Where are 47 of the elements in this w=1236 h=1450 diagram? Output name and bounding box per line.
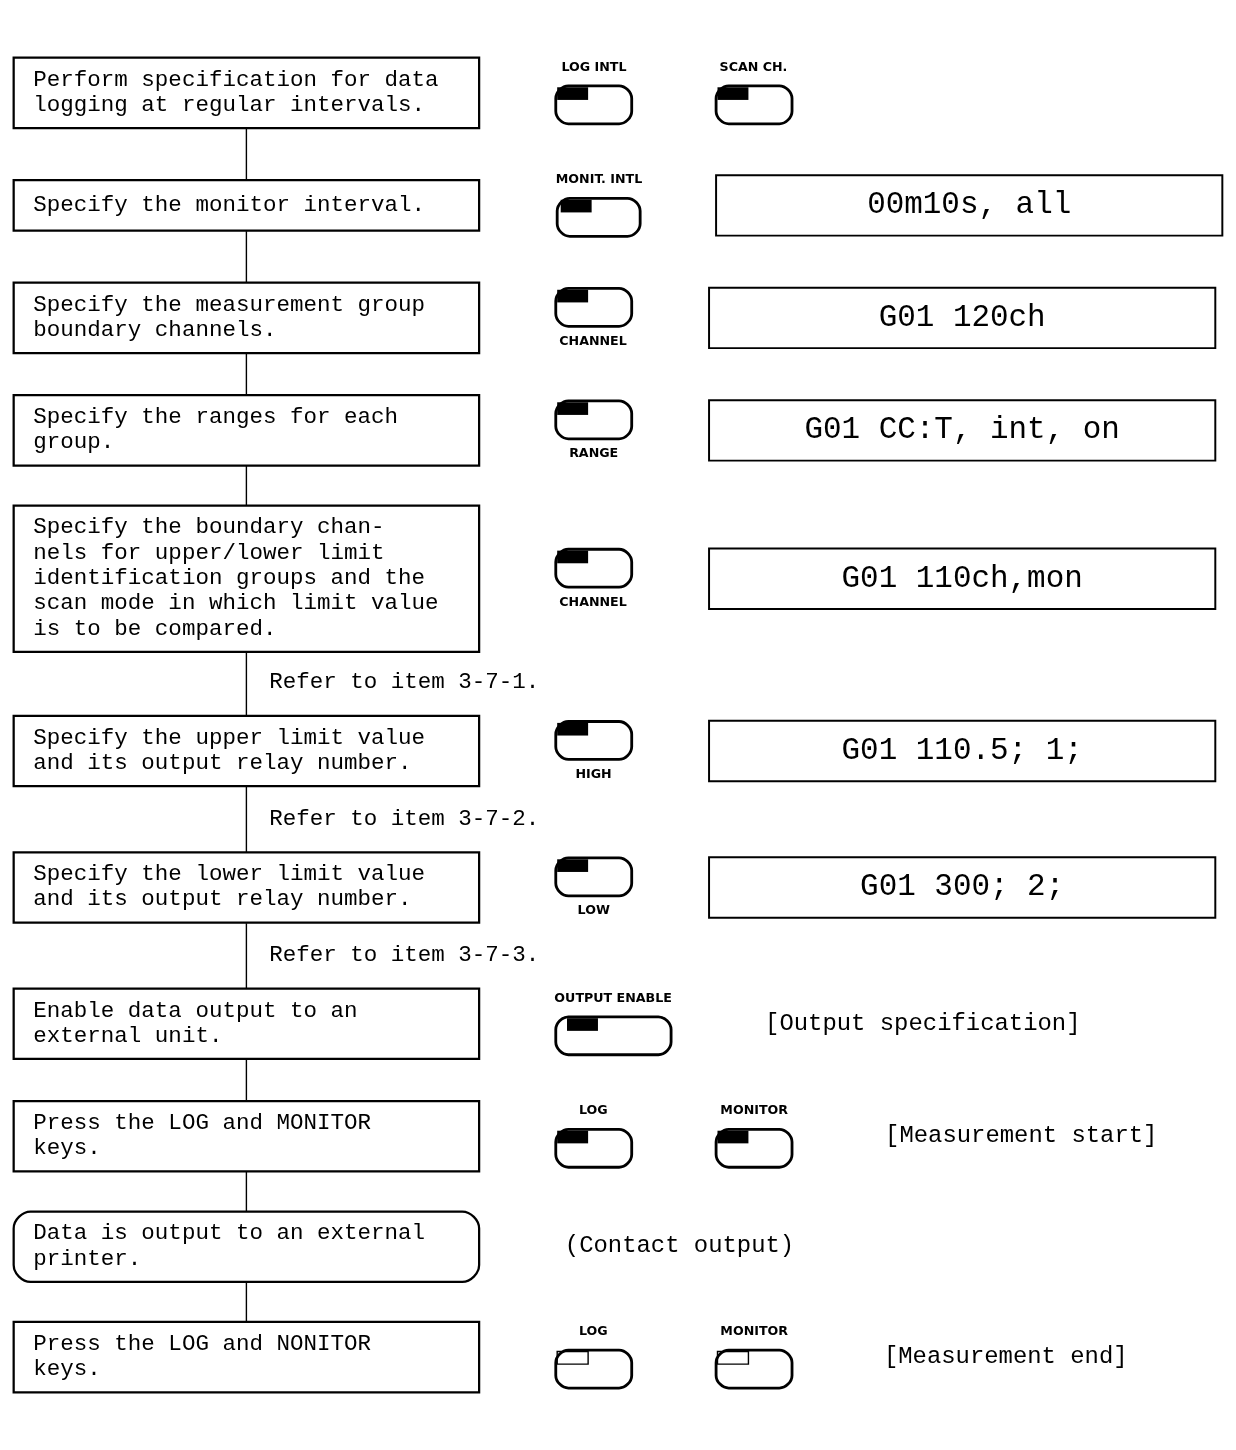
connector	[245, 922, 248, 990]
edge-label: Refer to item 3-7-1.	[269, 669, 540, 696]
node-label: HIGH	[575, 766, 612, 782]
node-label: MONITOR	[720, 1322, 789, 1338]
node-label: LOG	[578, 1322, 608, 1338]
node-box: Specify the upper limit value and its output relay number.	[12, 714, 481, 788]
node-label: CHANNEL	[559, 593, 627, 609]
node-box: Specify the boundary chan- nels for upper/lower limit identification groups and the scan mode in which limit value is to be compared.	[12, 504, 481, 653]
connector	[245, 127, 248, 181]
edge-label: Refer to item 3-7-2.	[269, 805, 540, 832]
node-label: LOG	[578, 1102, 608, 1118]
node-box: 00m10s, all	[715, 174, 1224, 237]
node-box: Specify the lower limit value and its output relay number.	[12, 851, 481, 924]
node-label: LOW	[577, 902, 610, 918]
node-label: RANGE	[569, 445, 619, 461]
connector	[245, 1058, 248, 1102]
node-box: Enable data output to an external unit.	[12, 987, 481, 1061]
node-box: Perform specification for data logging at regular intervals.	[12, 56, 481, 130]
connector	[245, 651, 248, 717]
node-label: MONIT. INTL	[555, 171, 643, 187]
node-box: Specify the monitor interval.	[12, 178, 481, 232]
node-label: MONITOR	[720, 1102, 789, 1118]
node-label: LOG INTL	[561, 58, 627, 74]
node-box: Specify the ranges for each group.	[12, 394, 481, 467]
connector	[245, 786, 248, 853]
node-box: G01 CC:T, int, on	[708, 399, 1217, 462]
edge-label: Refer to item 3-7-3.	[269, 941, 540, 968]
connector	[245, 352, 248, 396]
node-box: Specify the measurement group boundary channels.	[12, 281, 481, 355]
node-box: G01 300; 2;	[708, 856, 1217, 919]
connector	[245, 230, 248, 284]
connector	[245, 1281, 248, 1323]
node-box: G01 120ch	[708, 286, 1217, 350]
connector	[245, 464, 248, 506]
node-label: (Contact output)	[564, 1232, 795, 1260]
node-label: CHANNEL	[559, 332, 627, 348]
connector	[245, 1171, 248, 1213]
node-box: Press the LOG and MONITOR keys.	[12, 1100, 481, 1173]
label: [Measurement end]	[883, 1342, 1128, 1370]
label: [Output specification]	[765, 1009, 1081, 1037]
node-box: G01 110ch,mon	[708, 547, 1217, 610]
node-box: Press the LOG and NONITOR keys.	[12, 1320, 481, 1394]
node-label: OUTPUT ENABLE	[554, 989, 672, 1005]
node-box: G01 110.5; 1;	[708, 719, 1217, 783]
label: [Measurement start]	[885, 1122, 1158, 1150]
node-box: Data is output to an external printer.	[12, 1210, 481, 1283]
node-label: SCAN CH.	[719, 58, 788, 74]
